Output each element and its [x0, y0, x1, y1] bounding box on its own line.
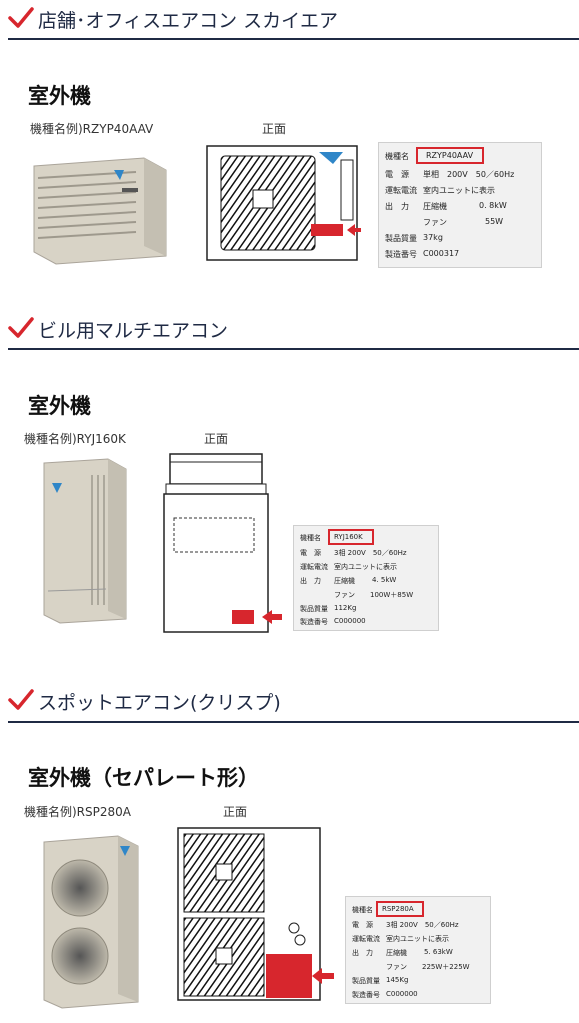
plate-output-label: 出 力	[385, 202, 409, 211]
nameplate-panel: 機種名 RYJ160K 電 源 3相 200V 50／60Hz 運転電流 室内ユ…	[293, 525, 439, 631]
nameplate-location-marker	[266, 954, 312, 998]
arrow-icon	[312, 968, 334, 984]
plate-serial-value: C000000	[386, 990, 418, 998]
outdoor-unit-photo	[33, 157, 167, 265]
plate-fan-label: ファン	[386, 963, 407, 971]
plate-current-value: 室内ユニットに表示	[386, 935, 449, 943]
plate-serial-label: 製造番号	[352, 991, 380, 999]
section-divider	[8, 721, 579, 723]
section-title: 店舗･オフィスエアコン スカイエア	[38, 10, 338, 32]
plate-mass-label: 製品質量	[300, 605, 328, 613]
model-example-label: 機種名例)RSP280A	[24, 805, 131, 819]
plate-serial-value: C000317	[423, 249, 460, 258]
plate-power-label: 電 源	[300, 549, 321, 557]
plate-power-label: 電 源	[385, 170, 409, 179]
model-highlight-box	[376, 901, 424, 917]
plate-model-value: RYJ160K	[334, 533, 363, 541]
front-label: 正面	[262, 122, 287, 136]
section-header-building-multi: ビル用マルチエアコン	[8, 316, 579, 352]
section-title: ビル用マルチエアコン	[38, 320, 229, 342]
arrow-icon	[262, 610, 282, 624]
plate-power-value: 単相 200V 50／60Hz	[423, 170, 515, 179]
nameplate-location-marker	[232, 610, 254, 624]
model-example-label: 機種名例)RYJ160K	[24, 432, 126, 446]
plate-mass-value: 112Kg	[334, 604, 357, 612]
unit-heading: 室外機（セパレート形）	[28, 766, 259, 790]
plate-fan-value: 100W＋85W	[370, 591, 414, 599]
plate-fan-value: 225W＋225W	[422, 963, 470, 971]
front-label: 正面	[223, 805, 248, 819]
front-view-diagram	[177, 827, 334, 1001]
plate-current-value: 室内ユニットに表示	[334, 563, 397, 571]
section-divider	[8, 38, 579, 40]
plate-serial-value: C000000	[334, 617, 366, 625]
section-title: スポットエアコン(クリスプ)	[38, 692, 281, 714]
plate-fan-label: ファン	[334, 591, 355, 599]
plate-compressor-label: 圧縮機	[386, 949, 407, 957]
plate-fan-label: ファン	[423, 218, 447, 227]
plate-mass-label: 製品質量	[352, 977, 380, 985]
plate-model-label: 機種名	[385, 152, 409, 161]
plate-power-value: 3相 200V 50／60Hz	[386, 921, 459, 929]
plate-model-label: 機種名	[352, 906, 373, 914]
section-divider	[8, 348, 579, 350]
plate-serial-label: 製造番号	[300, 618, 328, 626]
plate-current-label: 運転電流	[385, 186, 417, 195]
plate-compressor-value: 5. 63kW	[424, 948, 453, 956]
unit-heading: 室外機	[28, 84, 91, 108]
plate-serial-label: 製造番号	[385, 250, 417, 259]
check-icon	[8, 689, 34, 710]
front-view-diagram	[206, 145, 361, 261]
plate-power-label: 電 源	[352, 921, 373, 929]
model-example-label: 機種名例)RZYP40AAV	[30, 122, 154, 136]
nameplate-location-marker	[311, 224, 343, 236]
plate-compressor-label: 圧縮機	[423, 202, 447, 211]
outdoor-unit-photo	[43, 458, 127, 624]
outdoor-unit-photo	[43, 835, 139, 1009]
arrow-icon	[347, 224, 361, 236]
plate-compressor-label: 圧縮機	[334, 577, 355, 585]
plate-model-value: RSP280A	[382, 905, 414, 913]
plate-model-value: RZYP40AAV	[426, 151, 474, 160]
plate-compressor-value: 4. 5kW	[372, 576, 397, 584]
plate-mass-value: 37kg	[423, 233, 443, 242]
plate-output-label: 出 力	[352, 949, 373, 957]
plate-power-value: 3相 200V 50／60Hz	[334, 549, 407, 557]
plate-mass-label: 製品質量	[385, 234, 417, 243]
section-header-spot-aircon: スポットエアコン(クリスプ)	[8, 688, 579, 724]
plate-current-label: 運転電流	[352, 935, 380, 943]
plate-model-label: 機種名	[300, 534, 321, 542]
check-icon	[8, 317, 34, 338]
plate-fan-value: 55W	[485, 217, 504, 226]
model-highlight-box	[416, 147, 484, 164]
plate-output-label: 出 力	[300, 577, 321, 585]
plate-mass-value: 145Kg	[386, 976, 409, 984]
plate-current-value: 室内ユニットに表示	[423, 186, 495, 195]
nameplate-panel: 機種名 RSP280A 電 源 3相 200V 50／60Hz 運転電流 室内ユ…	[345, 896, 491, 1004]
front-label: 正面	[204, 432, 229, 446]
plate-compressor-value: 0. 8kW	[479, 201, 507, 210]
model-highlight-box	[328, 529, 374, 545]
plate-current-label: 運転電流	[300, 563, 328, 571]
check-icon	[8, 7, 34, 28]
unit-heading: 室外機	[28, 394, 91, 418]
front-view-diagram	[163, 453, 282, 633]
section-header-skyair: 店舗･オフィスエアコン スカイエア	[8, 6, 579, 42]
nameplate-panel: 機種名 RZYP40AAV 電 源 単相 200V 50／60Hz 運転電流 室…	[378, 142, 542, 268]
